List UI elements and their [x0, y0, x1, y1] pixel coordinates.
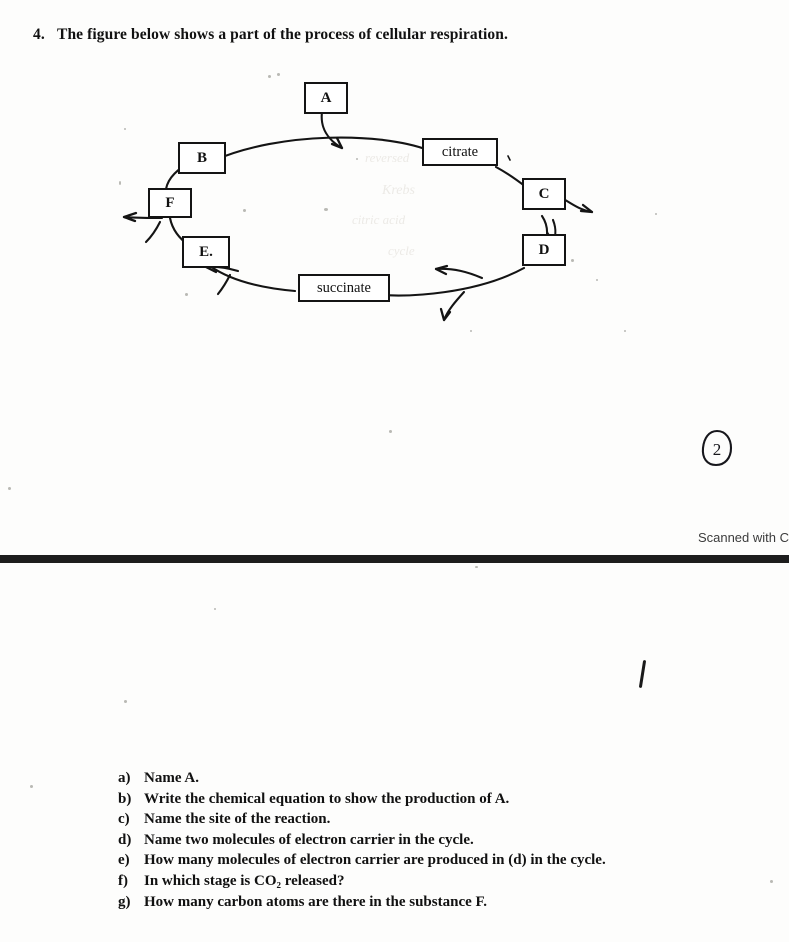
paper-speck — [655, 213, 657, 215]
sub-questions-list: a) Name A. b) Write the chemical equation … — [118, 768, 606, 912]
arrowhead-out-right — [579, 203, 594, 214]
sub-question-label: f) — [118, 872, 128, 889]
diagram-node-f[interactable]: F — [148, 188, 192, 218]
arc-succinate-to-e — [208, 264, 297, 293]
sub-question-f: f) In which stage is CO₂ released? — [118, 871, 606, 892]
paper-speck — [30, 785, 33, 788]
paper-speck — [475, 566, 478, 568]
cellular-respiration-cycle-diagram: A B citrate C D succinate E. F — [110, 70, 610, 325]
handwritten-circled-mark: 2 — [700, 428, 734, 468]
scanner-watermark: Scanned with C — [697, 530, 789, 545]
paper-speck — [119, 181, 121, 185]
paper-speck — [124, 128, 126, 130]
paper-speck — [596, 279, 598, 281]
sub-question-label: c) — [118, 811, 130, 828]
paper-speck — [324, 208, 328, 211]
diagram-node-a[interactable]: A — [304, 82, 348, 114]
bleed-through-text: reversed — [365, 150, 410, 165]
sub-question-text: Name A. — [144, 770, 199, 786]
arrow-tail-left — [144, 220, 162, 244]
sub-question-b: b) Write the chemical equation to show th… — [118, 789, 606, 810]
sub-question-g: g) How many carbon atoms are there in the… — [118, 892, 606, 913]
diagram-node-citrate[interactable]: citrate — [422, 138, 498, 166]
sub-question-a: a) Name A. — [118, 768, 606, 789]
question-number: 4. — [33, 26, 45, 43]
arrowhead-a — [330, 136, 344, 150]
sub-question-label: e) — [118, 852, 130, 869]
scan-separator-bar — [0, 555, 789, 563]
paper-speck — [268, 75, 271, 78]
sub-question-label: b) — [118, 790, 132, 807]
sub-question-label: a) — [118, 770, 131, 786]
sub-question-label: d) — [118, 831, 132, 848]
sub-question-e: e) How many molecules of electron carrier… — [118, 850, 606, 871]
sub-question-text: In which stage is CO₂ released? — [144, 872, 345, 889]
question-heading: 4. The figure below shows a part of the p… — [33, 26, 508, 44]
paper-speck — [624, 330, 626, 332]
paper-speck — [8, 487, 11, 490]
diagram-node-succinate[interactable]: succinate — [298, 274, 390, 302]
sub-question-text: Name the site of the reaction. — [144, 811, 331, 828]
paper-speck — [356, 158, 358, 160]
paper-speck — [214, 608, 216, 610]
arrowhead-out-left — [122, 211, 138, 223]
circled-mark-value: 2 — [713, 440, 722, 459]
sub-question-text: How many molecules of electron carrier a… — [144, 852, 606, 869]
arc-b-to-citrate — [213, 136, 430, 162]
sub-question-text: How many carbon atoms are there in the s… — [144, 893, 488, 910]
stray-tick — [507, 155, 511, 161]
paper-speck — [571, 259, 574, 262]
arrow-tail-lower-left — [216, 273, 232, 296]
arrowhead-into-d — [434, 264, 449, 276]
sub-question-text: Name two molecules of electron carrier i… — [144, 831, 474, 848]
sub-question-c: c) Name the site of the reaction. — [118, 809, 606, 830]
sub-question-d: d) Name two molecules of electron carrier… — [118, 830, 606, 851]
diagram-node-b[interactable]: B — [178, 142, 226, 174]
paper-speck — [770, 880, 773, 883]
circled-two-icon: 2 — [701, 429, 733, 467]
bleed-through-text: Krebs — [382, 183, 415, 198]
diagram-node-d[interactable]: D — [522, 234, 566, 266]
diagram-node-c[interactable]: C — [522, 178, 566, 210]
paper-speck — [389, 430, 392, 433]
paper-speck — [124, 700, 127, 703]
arrowhead-out-bottom — [439, 307, 452, 322]
bleed-through-text: cycle — [388, 243, 415, 258]
paper-speck — [243, 209, 246, 212]
bleed-through-text: citric acid — [352, 212, 406, 227]
question-text: The figure below shows a part of the pro… — [57, 26, 508, 43]
paper-speck — [470, 330, 472, 332]
paper-speck — [185, 293, 188, 296]
paper-speck — [277, 73, 280, 76]
diagram-node-e[interactable]: E. — [182, 236, 230, 268]
handwritten-tally-mark — [638, 659, 647, 689]
sub-question-label: g) — [118, 893, 131, 910]
sub-question-text: Write the chemical equation to show the … — [144, 790, 510, 807]
